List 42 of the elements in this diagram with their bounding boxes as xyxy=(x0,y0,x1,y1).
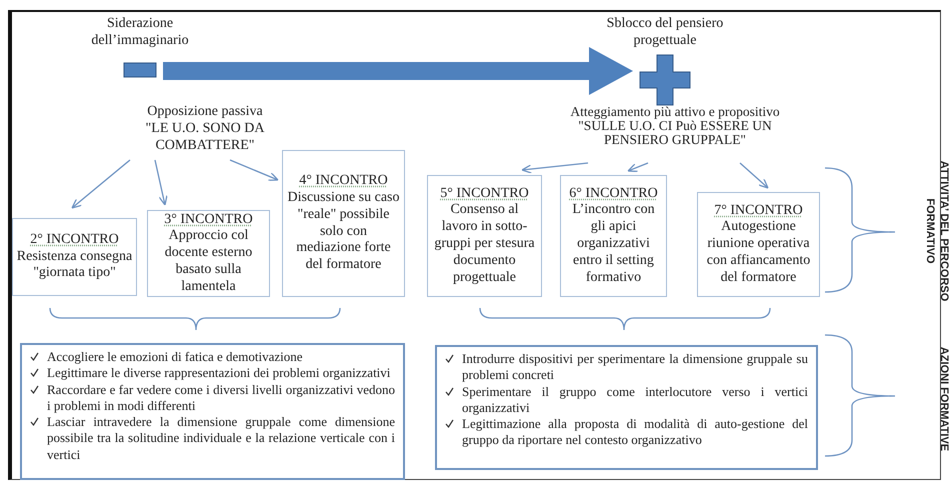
stage-label: Sblocco del pensiero progettuale xyxy=(606,16,724,50)
meeting-box xyxy=(697,192,820,297)
meeting-description: Autogestione riunione operativa con affiancamento del formatore xyxy=(706,219,812,286)
meeting-description: Discussione su caso "reale" possibile solo con mediazione forte del formatore xyxy=(286,190,400,274)
action-item: Raccordare e far vedere come i diversi livelli organizzativi vedono i problemi in modi differenti xyxy=(47,382,395,414)
meeting-box xyxy=(560,175,667,297)
meeting-title: 3° INCONTRO xyxy=(164,212,253,228)
action-list-box xyxy=(20,343,405,480)
arrow xyxy=(521,162,588,174)
attitude-quote: "LE U.O. SONO DA COMBATTERE" xyxy=(144,120,266,154)
meeting-box xyxy=(147,210,270,297)
action-item: Accogliere le emozioni di fatica e demotivazione xyxy=(47,349,304,366)
meeting-title: 2° INCONTRO xyxy=(30,232,119,249)
action-item: Introdurre dispositivi per sperimentare la dimensione gruppale su problemi concreti xyxy=(462,351,808,384)
meeting-title: 5° INCONTRO xyxy=(440,186,529,202)
block-arrow xyxy=(163,47,633,95)
stage-label: Siderazione dell’immaginario xyxy=(90,16,190,50)
action-list-box xyxy=(435,345,818,470)
meeting-description: L’incontro con gli apici organizzativi entro il setting formativo xyxy=(571,202,656,286)
meeting-box xyxy=(427,175,542,297)
action-item: Sperimentare il gruppo come interlocutore verso i vertici organizzativi xyxy=(462,384,808,416)
meeting-description: Consenso al lavoro in sotto-gruppi per stesura documento progettuale xyxy=(433,202,536,286)
meeting-box xyxy=(12,218,137,296)
meeting-description: Resistenza consegna "giornata tipo" xyxy=(16,248,133,282)
meeting-title: 7° INCONTRO xyxy=(714,202,803,220)
action-item: Legittimare le diverse rappresentazioni dei problemi organizzativi xyxy=(47,365,392,382)
side-label: ATTIVITA’ DEL PERCORSO FORMATIVO xyxy=(923,160,950,304)
action-item: Legittimazione alla proposta di modalità di auto-gestione del gruppo da riportare nel contesto organizzativo xyxy=(462,416,808,448)
arrow xyxy=(154,160,168,206)
meeting-title: 4° INCONTRO xyxy=(299,173,388,190)
arrow xyxy=(71,160,130,209)
attitude-quote: "SULLE U.O. CI Può ESSERE UN PENSIERO GRUPPALE" xyxy=(578,119,772,148)
meeting-description: Approccio col docente esterno basato sulla lamentela xyxy=(164,228,254,296)
arrow xyxy=(230,159,279,181)
meeting-title: 6° INCONTRO xyxy=(569,186,658,202)
arrow xyxy=(627,162,648,172)
action-item: Lasciar intravedere la dimensione gruppale come dimensione possibile tra la solitudine individuale e la relazione verticale con i vertici xyxy=(47,414,395,463)
attitude-label: Atteggiamento più attivo e propositivo xyxy=(570,105,780,120)
side-label: AZIONI FORMATIVE xyxy=(937,346,950,454)
arrow xyxy=(740,162,769,189)
attitude-label: Opposizione passiva xyxy=(147,104,263,121)
meeting-box xyxy=(282,150,405,297)
